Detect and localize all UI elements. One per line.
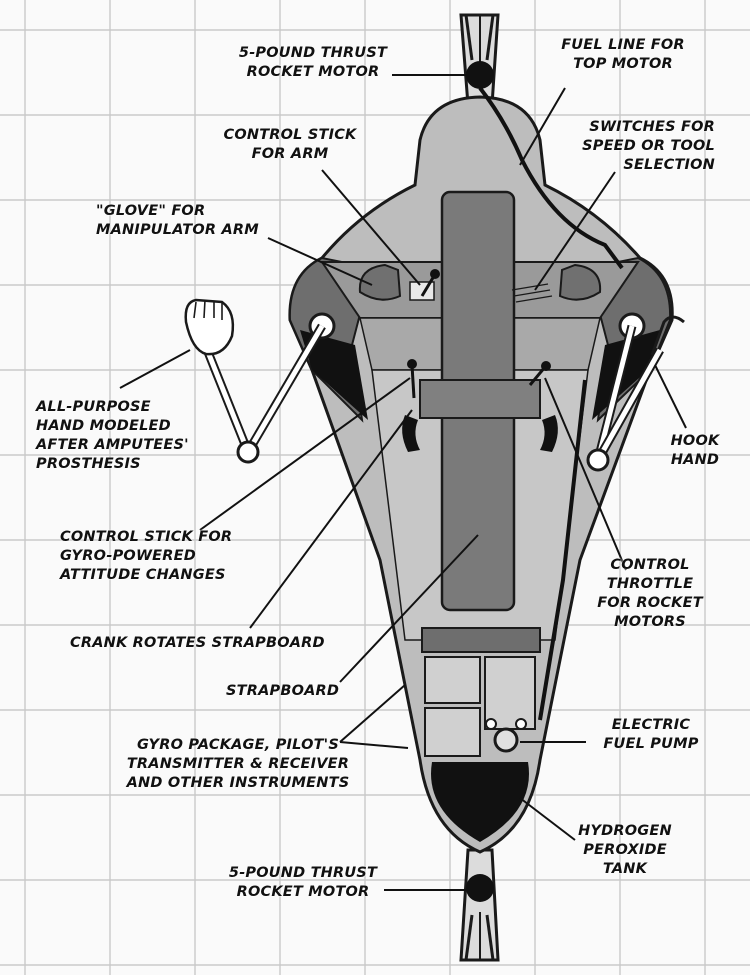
- label-switches: SWITCHES FOR SPEED OR TOOL SELECTION: [582, 119, 715, 173]
- label-hydrogen-peroxide-tank: HYDROGEN PEROXIDE TANK: [578, 823, 672, 877]
- label-control-stick-arm: CONTROL STICK FOR ARM: [223, 127, 357, 162]
- label-glove: "GLOVE" FOR MANIPULATOR ARM: [96, 203, 259, 238]
- flying-platform-body: [288, 86, 674, 854]
- leader-lines: [119, 74, 687, 891]
- bottom-rocket-motor: [459, 848, 500, 962]
- label-electric-fuel-pump: ELECTRIC FUEL PUMP: [603, 717, 699, 752]
- label-fuel-line: FUEL LINE FOR TOP MOTOR: [561, 37, 685, 72]
- top-rocket-motor: [459, 13, 500, 107]
- label-gyro-package: GYRO PACKAGE, PILOT'S TRANSMITTER & RECE…: [126, 737, 350, 791]
- label-gyro-stick: CONTROL STICK FOR GYRO-POWERED ATTITUDE …: [60, 529, 233, 583]
- label-top-rocket-motor: 5-POUND THRUST ROCKET MOTOR: [238, 45, 388, 80]
- manipulator-arm: [184, 298, 336, 464]
- label-strapboard: STRAPBOARD: [226, 683, 340, 699]
- label-all-purpose-hand: ALL-PURPOSE HAND MODELED AFTER AMPUTEES'…: [36, 399, 189, 472]
- label-hook-hand: HOOK HAND: [670, 433, 720, 468]
- label-bottom-rocket-motor: 5-POUND THRUST ROCKET MOTOR: [228, 865, 378, 900]
- hook-arm: [586, 312, 685, 472]
- label-throttle: CONTROL THROTTLE FOR ROCKET MOTORS: [597, 557, 703, 630]
- label-crank: CRANK ROTATES STRAPBOARD: [70, 635, 325, 651]
